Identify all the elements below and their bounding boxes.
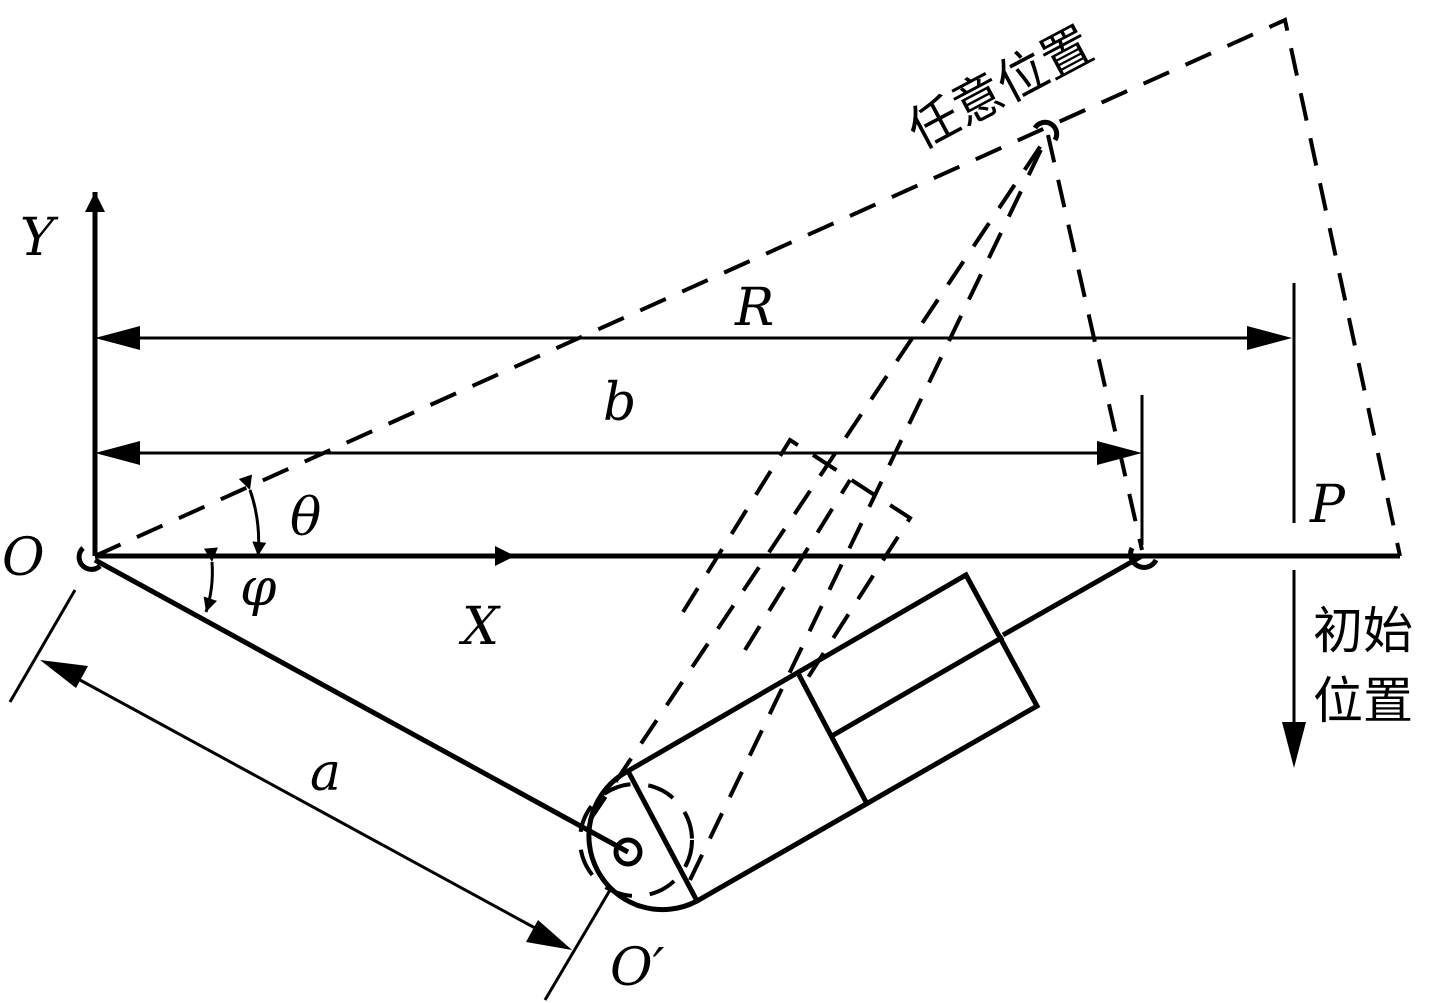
- theta-arc: [238, 474, 267, 557]
- label-origin: O: [2, 528, 45, 588]
- joint-o: [76, 546, 102, 572]
- phi-arc: [203, 547, 218, 613]
- cylinder-rod-line: [828, 634, 1005, 740]
- pivot-o-prime: [613, 837, 643, 867]
- a-extension-1: [8, 589, 77, 703]
- cylinder-end-line: [625, 769, 700, 903]
- dimension-r-arrow-left: [95, 326, 140, 350]
- dashed-cylinder-rect: [681, 437, 913, 692]
- label-any-position: 任意位置: [898, 15, 1102, 160]
- label-length-b: b: [603, 373, 636, 433]
- dimension-a-arrow-right: [526, 920, 572, 950]
- arm-a: [93, 557, 630, 855]
- cylinder-body: [586, 571, 1041, 913]
- dimension-a-arrow-left: [40, 660, 88, 688]
- dashed-piston-line: [743, 478, 852, 652]
- label-angle-theta: θ: [290, 488, 321, 548]
- joint-any-position: [1032, 119, 1060, 142]
- label-x-axis: X: [458, 597, 501, 657]
- a-extension-2: [543, 889, 612, 1001]
- dashed-b-rotated: [1046, 134, 1144, 551]
- label-angle-phi: φ: [240, 558, 277, 618]
- label-initial-position-2: 位置: [1313, 672, 1413, 730]
- dimension-a-line: [79, 678, 536, 930]
- dashed-R-envelope: [94, 17, 1402, 558]
- label-length-r: R: [734, 278, 774, 338]
- joint-b: [1128, 546, 1159, 570]
- label-length-a: a: [310, 743, 341, 803]
- dashed-cylinder-edge-2: [688, 134, 1050, 881]
- dimension-r-arrow-right: [1247, 326, 1292, 350]
- rod-link: [1001, 553, 1144, 638]
- label-initial-position-1: 初始: [1313, 602, 1413, 660]
- pivot-o-prime-swept-circle: [578, 782, 694, 898]
- label-y-axis: Y: [20, 208, 59, 268]
- dimension-b-arrow-left: [95, 441, 140, 465]
- label-pivot: O′: [610, 938, 665, 998]
- initial-position-arrow: [1282, 722, 1306, 768]
- label-point-p: P: [1309, 475, 1346, 535]
